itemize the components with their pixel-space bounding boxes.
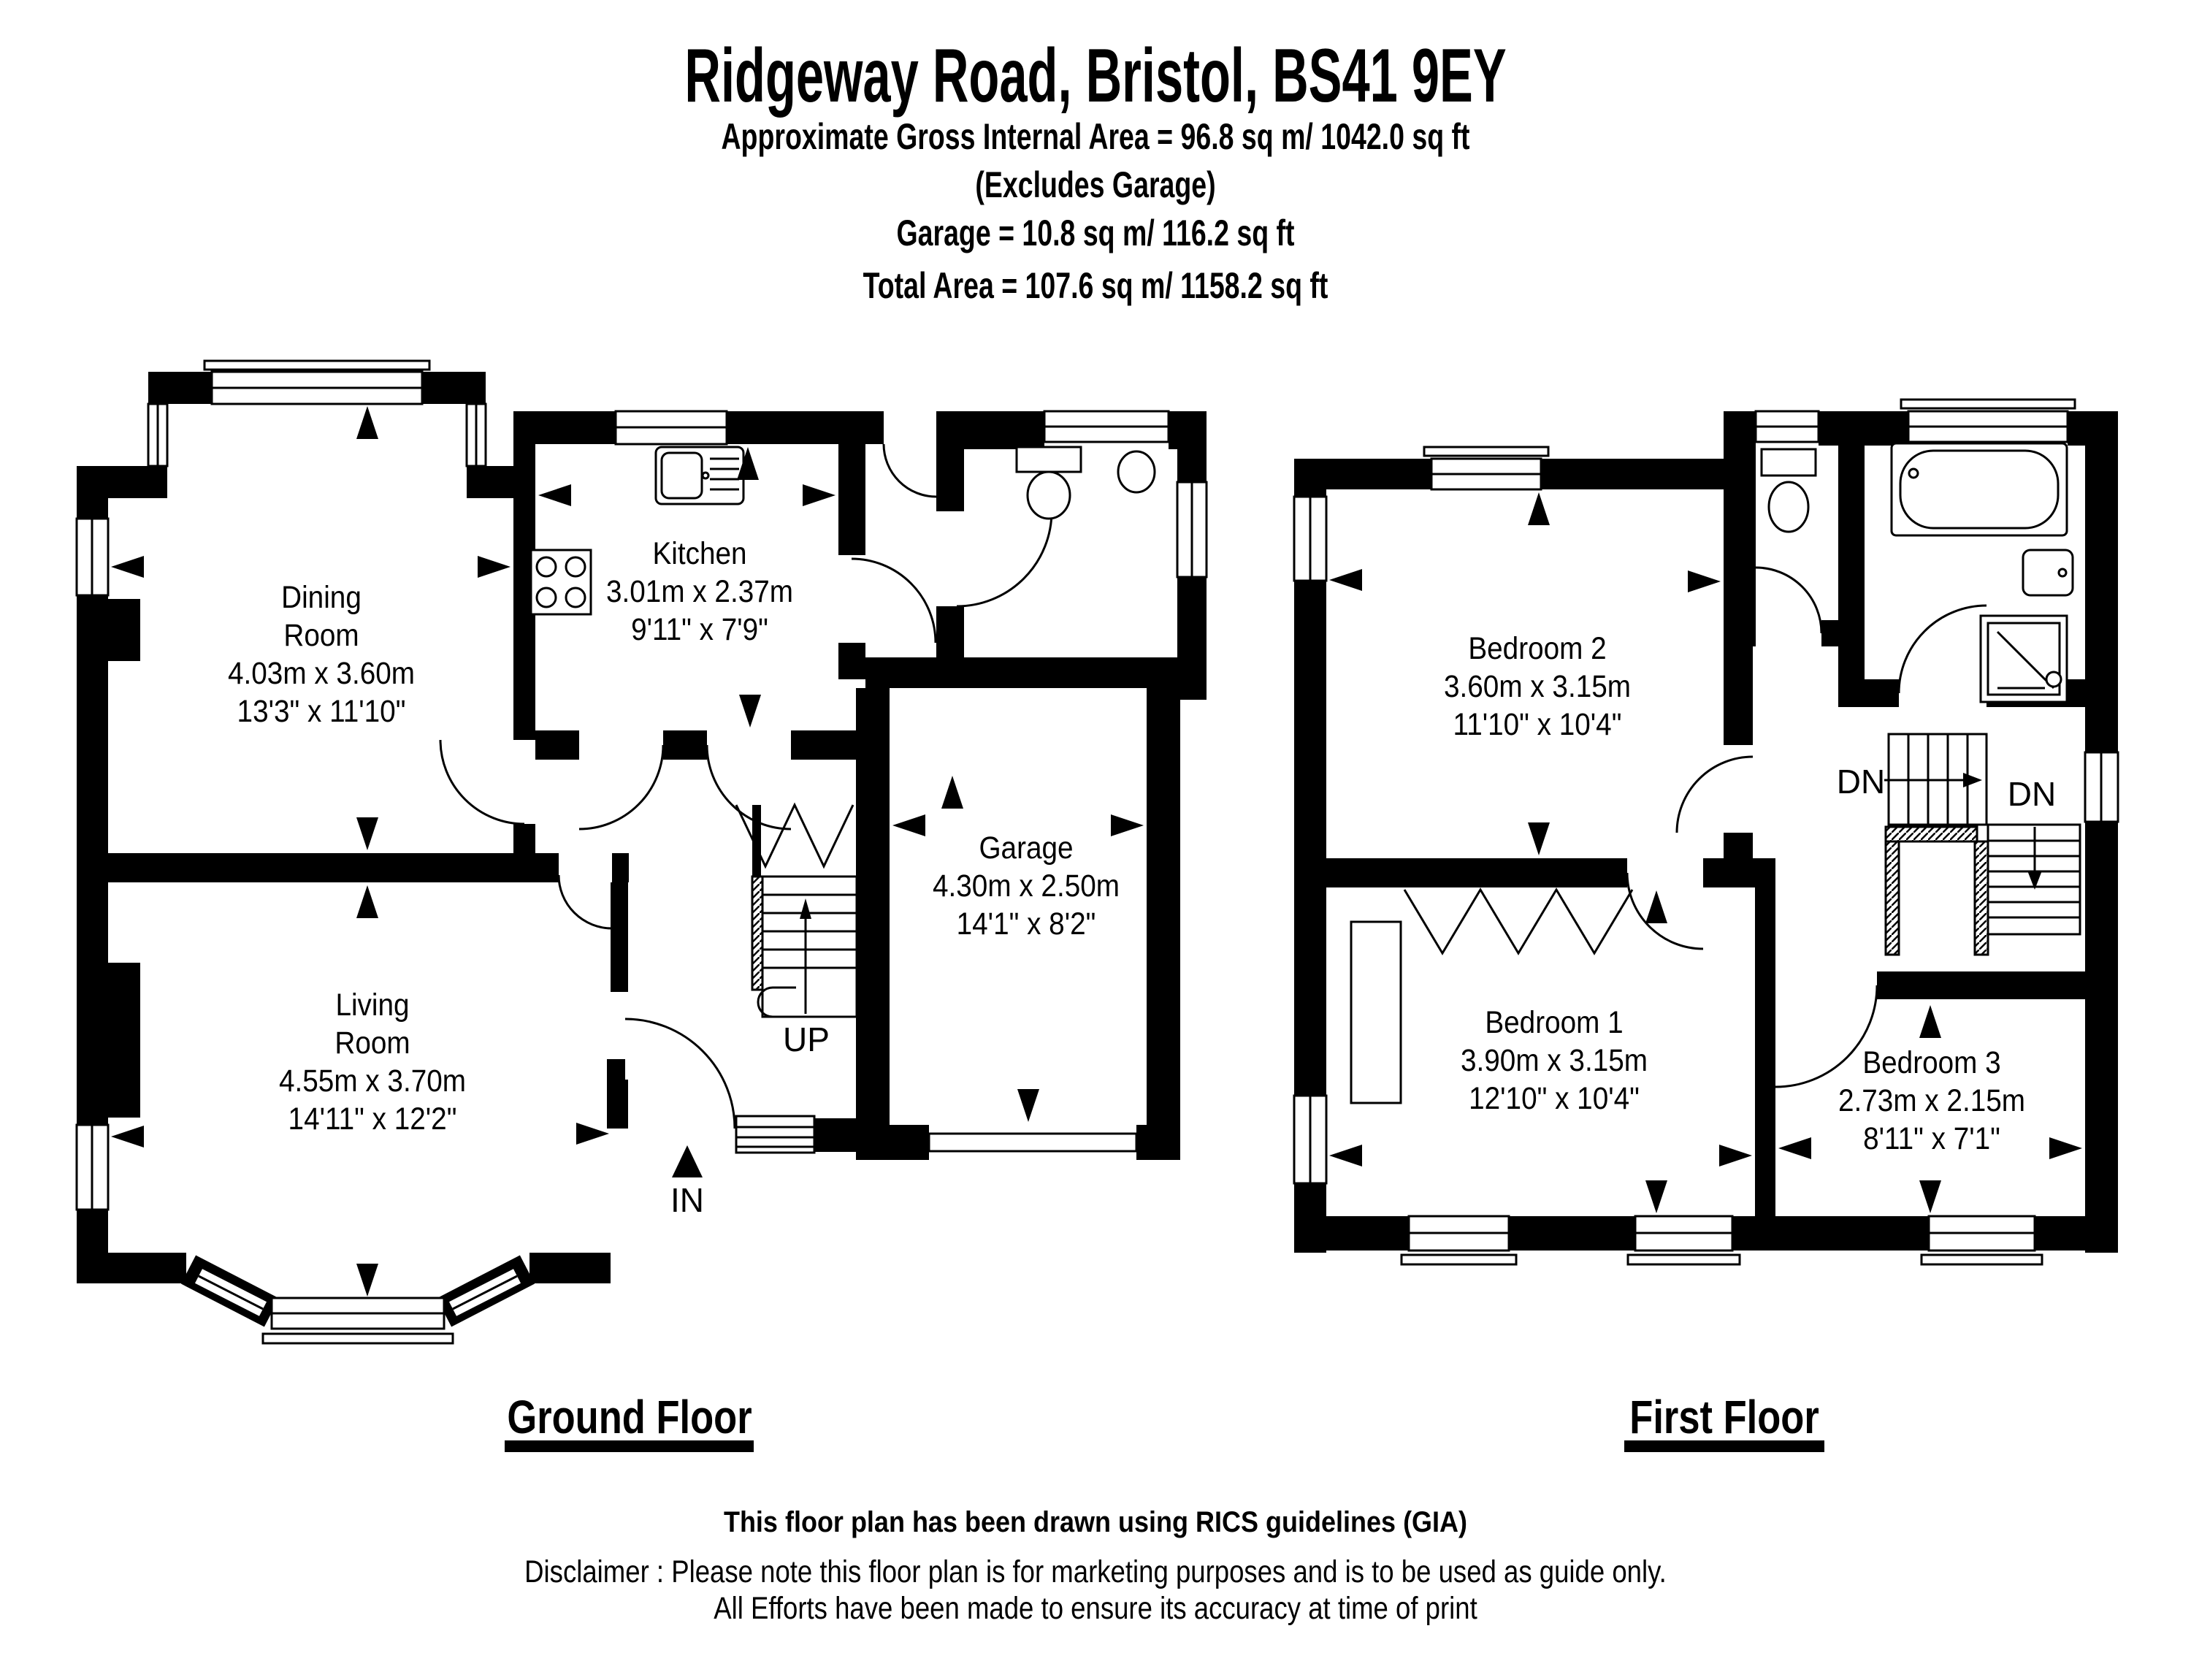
page-title: Ridgeway Road, Bristol, BS41 9EY <box>684 34 1507 118</box>
kitchen-imperial: 9'11" x 7'9" <box>631 612 768 647</box>
first-floor-caption: First Floor <box>1629 1391 1819 1443</box>
bath-icon <box>1890 442 2068 537</box>
first-floor-underline <box>1624 1440 1824 1452</box>
header-excludes-line: (Excludes Garage) <box>975 164 1216 205</box>
ground-floor-caption: Ground Floor <box>507 1391 752 1443</box>
hob-icon <box>529 549 592 616</box>
bedroom-1-imperial: 12'10" x 10'4" <box>1469 1081 1640 1116</box>
bathroom-basin-icon <box>2022 549 2074 597</box>
kitchen-metric: 3.01m x 2.37m <box>606 574 793 609</box>
garage-door <box>928 1132 1138 1153</box>
ground-floor-plan <box>75 359 1208 1345</box>
entry-steps <box>735 1115 816 1154</box>
bedroom-2-metric: 3.60m x 3.15m <box>1444 669 1631 704</box>
garage-metric: 4.30m x 2.50m <box>933 868 1120 904</box>
ground-measure-arrows <box>111 406 1144 1297</box>
wc-basin-icon <box>1117 450 1156 494</box>
kitchen-sink-icon <box>654 446 745 505</box>
living-room-label: Living Room 4.55m x 3.70m 14'11" x 12'2" <box>279 986 466 1138</box>
entrance-in-arrow <box>672 1145 703 1177</box>
living-room-name-1: Living <box>335 988 410 1023</box>
stairs-down <box>1884 733 2081 956</box>
bedroom-2-label: Bedroom 2 3.60m x 3.15m 11'10" x 10'4" <box>1444 630 1631 744</box>
header-area-line: Approximate Gross Internal Area = 96.8 s… <box>721 116 1470 157</box>
bedroom-1-metric: 3.90m x 3.15m <box>1461 1043 1648 1078</box>
bedroom-3-imperial: 8'11" x 7'1" <box>1863 1121 2000 1156</box>
first-doors <box>1626 566 1987 1088</box>
bedroom-3-metric: 2.73m x 2.15m <box>1838 1083 2025 1118</box>
first-windows <box>1293 398 2119 1266</box>
dining-room-name-2: Room <box>283 618 359 653</box>
dining-room-label: Dining Room 4.03m x 3.60m 13'3" x 11'10" <box>228 579 415 730</box>
dining-room-imperial: 13'3" x 11'10" <box>237 694 406 729</box>
bedroom-2-name: Bedroom 2 <box>1468 631 1607 666</box>
header-total-line: Total Area = 107.6 sq m/ 1158.2 sq ft <box>863 265 1328 306</box>
hall-closet-doors <box>735 802 854 869</box>
disclaimer-line-2: All Efforts have been made to ensure its… <box>714 1591 1477 1626</box>
garage-name: Garage <box>979 831 1074 866</box>
living-room-imperial: 14'11" x 12'2" <box>288 1101 457 1137</box>
header-garage-line: Garage = 10.8 sq m/ 116.2 sq ft <box>896 213 1295 253</box>
ground-floor-underline <box>505 1440 754 1452</box>
entrance-in-label: IN <box>670 1181 704 1219</box>
ground-doors <box>439 443 1053 1129</box>
ground-walls <box>77 372 1207 1283</box>
bedroom-1-label: Bedroom 1 3.90m x 3.15m 12'10" x 10'4" <box>1461 1004 1648 1118</box>
kitchen-label: Kitchen 3.01m x 2.37m 9'11" x 7'9" <box>606 535 793 649</box>
ground-windows <box>75 359 1208 1345</box>
kitchen-name: Kitchen <box>652 536 747 571</box>
disclaimer-line-1: Disclaimer : Please note this floor plan… <box>524 1554 1667 1589</box>
garage-label: Garage 4.30m x 2.50m 14'1" x 8'2" <box>933 829 1120 943</box>
toilet-icon <box>1760 448 1817 533</box>
dining-room-name-1: Dining <box>281 580 362 615</box>
bedroom-2-imperial: 11'10" x 10'4" <box>1453 707 1622 742</box>
bedroom-3-name: Bedroom 3 <box>1862 1045 2001 1080</box>
garage-imperial: 14'1" x 8'2" <box>956 906 1096 942</box>
stairs-up-label: UP <box>783 1020 830 1058</box>
first-floor-plan <box>1293 398 2119 1266</box>
first-measure-arrows <box>1329 492 2082 1213</box>
living-room-metric: 4.55m x 3.70m <box>279 1064 466 1099</box>
wardrobe <box>1350 887 1634 1104</box>
living-room-name-2: Room <box>334 1026 410 1061</box>
stairs-dn-label-2: DN <box>2007 775 2057 813</box>
stairs-up <box>751 875 858 1018</box>
living-bay-walls <box>180 1255 535 1327</box>
rics-note: This floor plan has been drawn using RIC… <box>723 1506 1468 1538</box>
first-walls <box>1294 411 2118 1253</box>
bedroom-3-label: Bedroom 3 2.73m x 2.15m 8'11" x 7'1" <box>1838 1044 2025 1158</box>
shower-icon <box>1979 614 2068 703</box>
dining-room-metric: 4.03m x 3.60m <box>228 656 415 691</box>
bedroom-1-name: Bedroom 1 <box>1485 1005 1624 1040</box>
stairs-dn-label-1: DN <box>1836 763 1886 801</box>
wc-toilet-icon <box>1015 446 1082 520</box>
